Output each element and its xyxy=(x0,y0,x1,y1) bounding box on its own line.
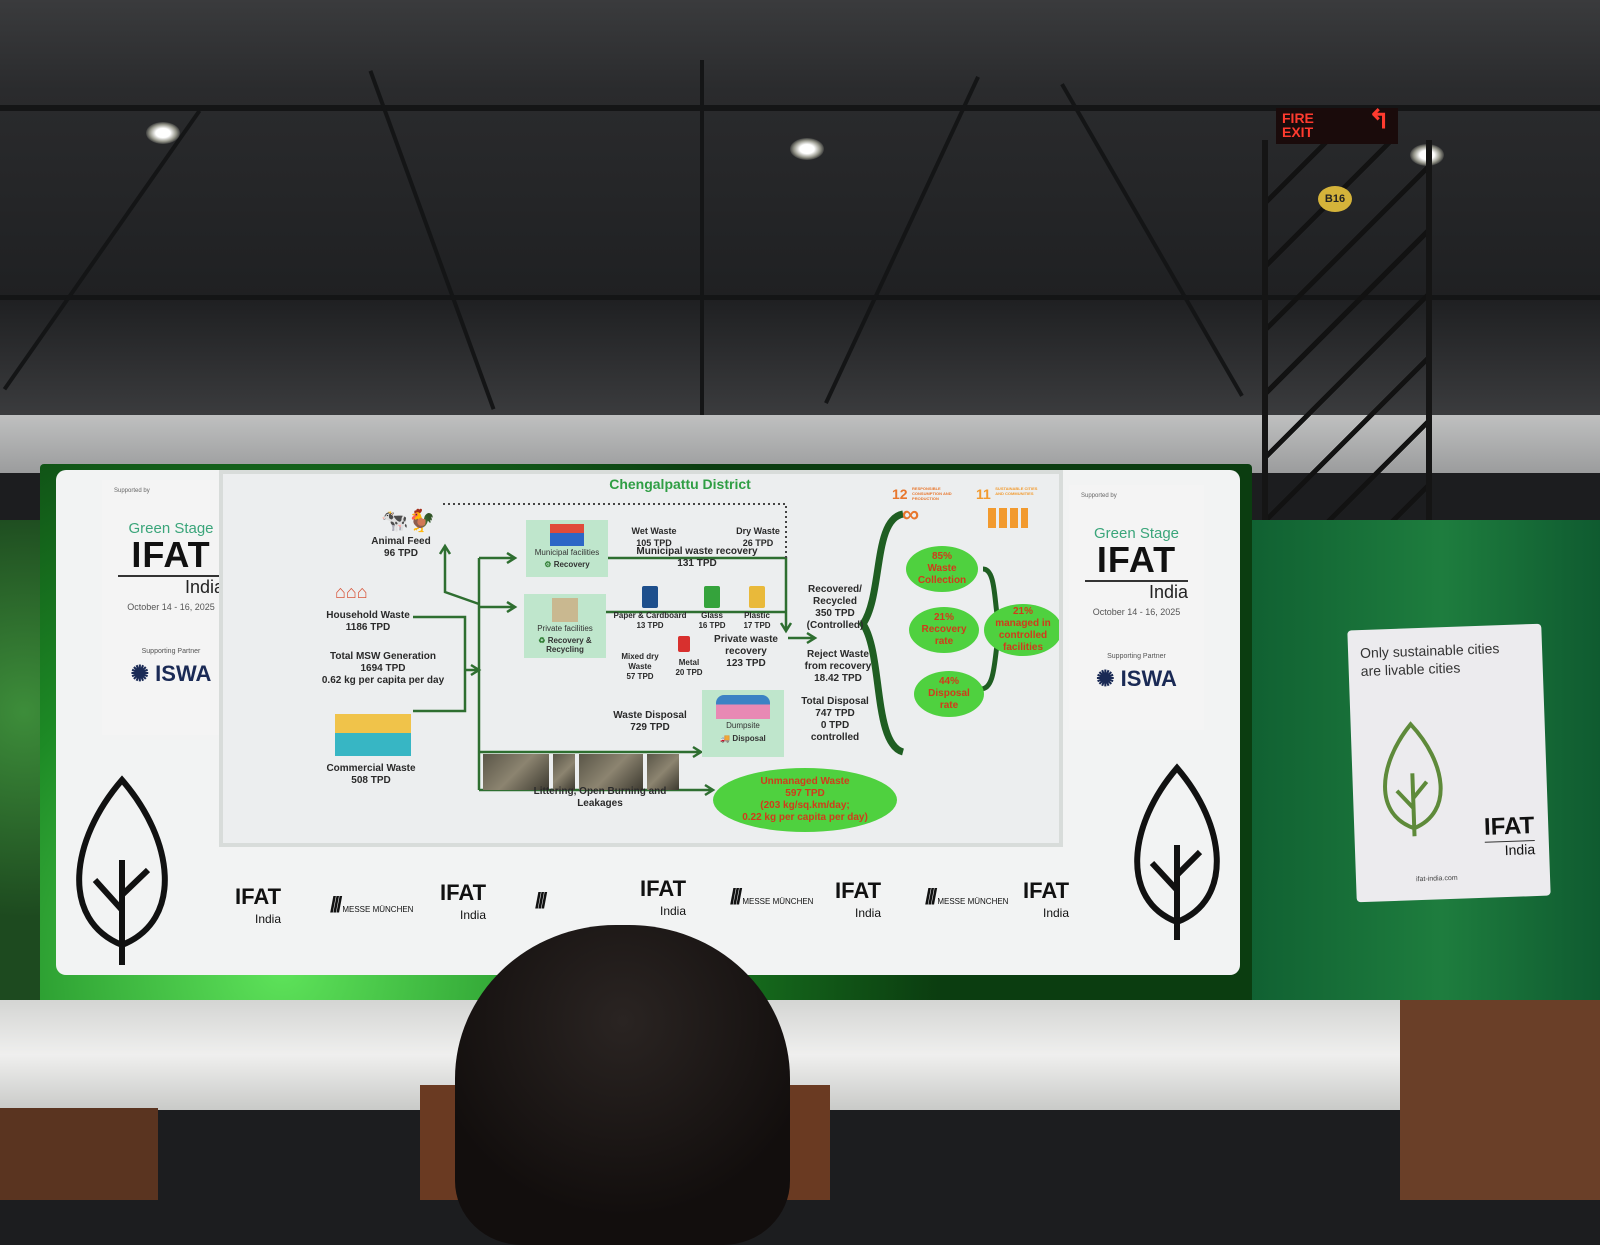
leaf-tree-icon xyxy=(1134,763,1220,940)
ifat-logo: IFAT xyxy=(131,534,211,575)
chair xyxy=(1400,1000,1600,1200)
stage-label: Green Stage xyxy=(1093,525,1180,542)
event-dates: October 14 - 16, 2025 xyxy=(127,602,215,612)
littering-photo xyxy=(553,754,575,790)
messe-logo: ///MESSE MÜNCHEN xyxy=(730,884,814,909)
supporting-partner-label: Supporting Partner xyxy=(1107,653,1166,660)
poster-slogan: Only sustainable cities are livable citi… xyxy=(1359,640,1500,680)
standing-poster: Only sustainable cities are livable citi… xyxy=(1347,623,1551,903)
ifat-india-label: India xyxy=(1085,580,1188,603)
chair xyxy=(0,1108,158,1200)
shops-icon xyxy=(335,714,411,756)
isw-sun-icon: ✺ xyxy=(1096,666,1115,691)
littering-photo xyxy=(647,754,679,790)
messe-logo: ///MESSE MÜNCHEN xyxy=(330,892,414,917)
event-dates: October 14 - 16, 2025 xyxy=(1092,607,1181,617)
littering-photo xyxy=(483,754,549,790)
recycle-icon: ♻ xyxy=(538,636,548,645)
truck-icon: 🚚 xyxy=(720,734,733,743)
dumpsite-icon xyxy=(716,695,770,719)
slide-title: Chengalpattu District xyxy=(609,476,751,492)
ifat-india-label: India xyxy=(118,575,224,598)
paper-bin-icon xyxy=(642,586,658,608)
metal-bin-icon xyxy=(678,636,690,652)
messe-logo: ///MESSE MÜNCHEN xyxy=(925,884,1009,909)
dumpsite-box: Dumpsite 🚚 Disposal xyxy=(702,690,784,757)
leaf-tree-icon xyxy=(76,775,168,965)
isw-sun-icon: ✺ xyxy=(130,661,150,686)
column-label: B16 xyxy=(1318,186,1352,212)
municipal-facilities-box: Municipal facilities ⚙ Recovery xyxy=(526,520,608,577)
littering-photo xyxy=(579,754,643,790)
sdg11-badge: 11 SUSTAINABLE CITIES AND COMMUNITIES xyxy=(976,486,1039,528)
facility-icon xyxy=(550,524,584,546)
infinity-icon: ∞ xyxy=(902,501,920,528)
houses-icon: ⌂⌂⌂ xyxy=(335,582,368,602)
right-side-panel: Supported by Green Stage IFAT India Octo… xyxy=(1069,485,1204,730)
leaf-tree-icon xyxy=(1383,721,1443,837)
iswa-logo: ISWA xyxy=(1120,666,1177,691)
private-facilities-box: Private facilities ♻ Recovery & Recyclin… xyxy=(524,594,606,658)
iswa-logo: ISWA xyxy=(155,661,212,686)
ifat-logo: IFAT xyxy=(1096,539,1177,580)
audience-member-head xyxy=(455,925,790,1245)
poster-url: ifat-india.com xyxy=(1415,874,1458,884)
left-side-panel: Supported by Green Stage IFAT India Octo… xyxy=(102,480,240,735)
city-buildings-icon xyxy=(988,508,1028,528)
facility-icon xyxy=(552,598,578,622)
glass-bin-icon xyxy=(704,586,720,608)
supported-by-label: Supported by xyxy=(1081,493,1117,499)
gear-recycle-icon: ⚙ xyxy=(544,560,554,569)
livestock-icon: 🐄🐓 xyxy=(381,508,436,533)
sdg12-badge: 12 RESPONSIBLE CONSUMPTION AND PRODUCTIO… xyxy=(892,486,952,528)
fire-exit-sign: FIRE EXIT↰ xyxy=(1276,104,1398,144)
arrow-left-icon: ↰ xyxy=(1368,104,1390,134)
plastic-bin-icon xyxy=(749,586,765,608)
supported-by-label: Supported by xyxy=(114,488,150,494)
supporting-partner-label: Supporting Partner xyxy=(141,648,201,655)
stage-label: Green Stage xyxy=(128,520,214,537)
messe-logo: /// xyxy=(535,888,547,913)
curly-brace xyxy=(858,510,905,756)
flow-arrows xyxy=(413,503,1004,797)
